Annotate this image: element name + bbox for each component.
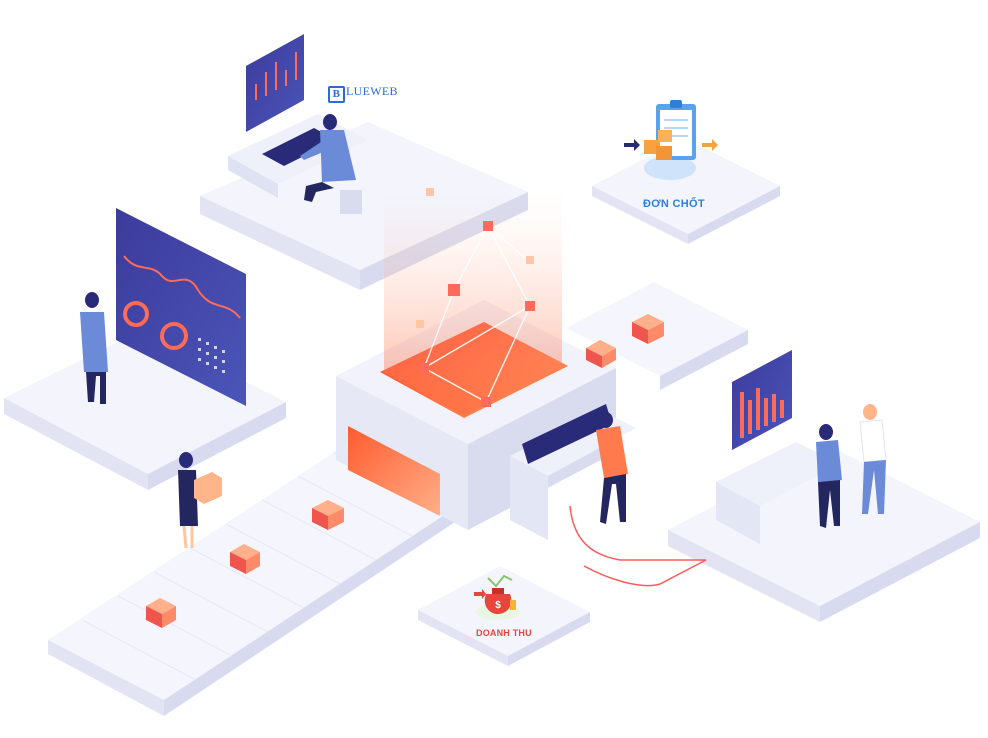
person-standing (859, 404, 887, 514)
order-card-label: ĐƠN CHỐT (643, 198, 705, 210)
desk-monitor (246, 34, 304, 132)
dashboard-screen (116, 208, 246, 406)
bar-chart-screen (732, 350, 792, 450)
money-bag-chart-icon: $ (474, 574, 520, 620)
dashboard-platform (4, 330, 286, 490)
person-pointing (816, 424, 842, 528)
conveyor-boxes (146, 314, 664, 628)
connector-cable (569, 505, 707, 587)
analytics-desk (716, 442, 840, 544)
clipboard-boxes-icon (624, 100, 718, 180)
light-beam (384, 190, 562, 416)
brand-logo-text: LUEWEB (346, 84, 398, 98)
brand-logo-mark: B (328, 86, 345, 103)
order-card-platform (592, 138, 780, 244)
svg-text:$: $ (495, 600, 501, 611)
revenue-card-label: DOANH THU (476, 628, 532, 638)
person-at-desk (300, 114, 362, 214)
left-conveyor (48, 434, 476, 716)
network-graph (416, 188, 535, 407)
person-at-kiosk (596, 412, 628, 524)
person-carrying-box (178, 452, 222, 549)
person-thinking (80, 292, 108, 404)
